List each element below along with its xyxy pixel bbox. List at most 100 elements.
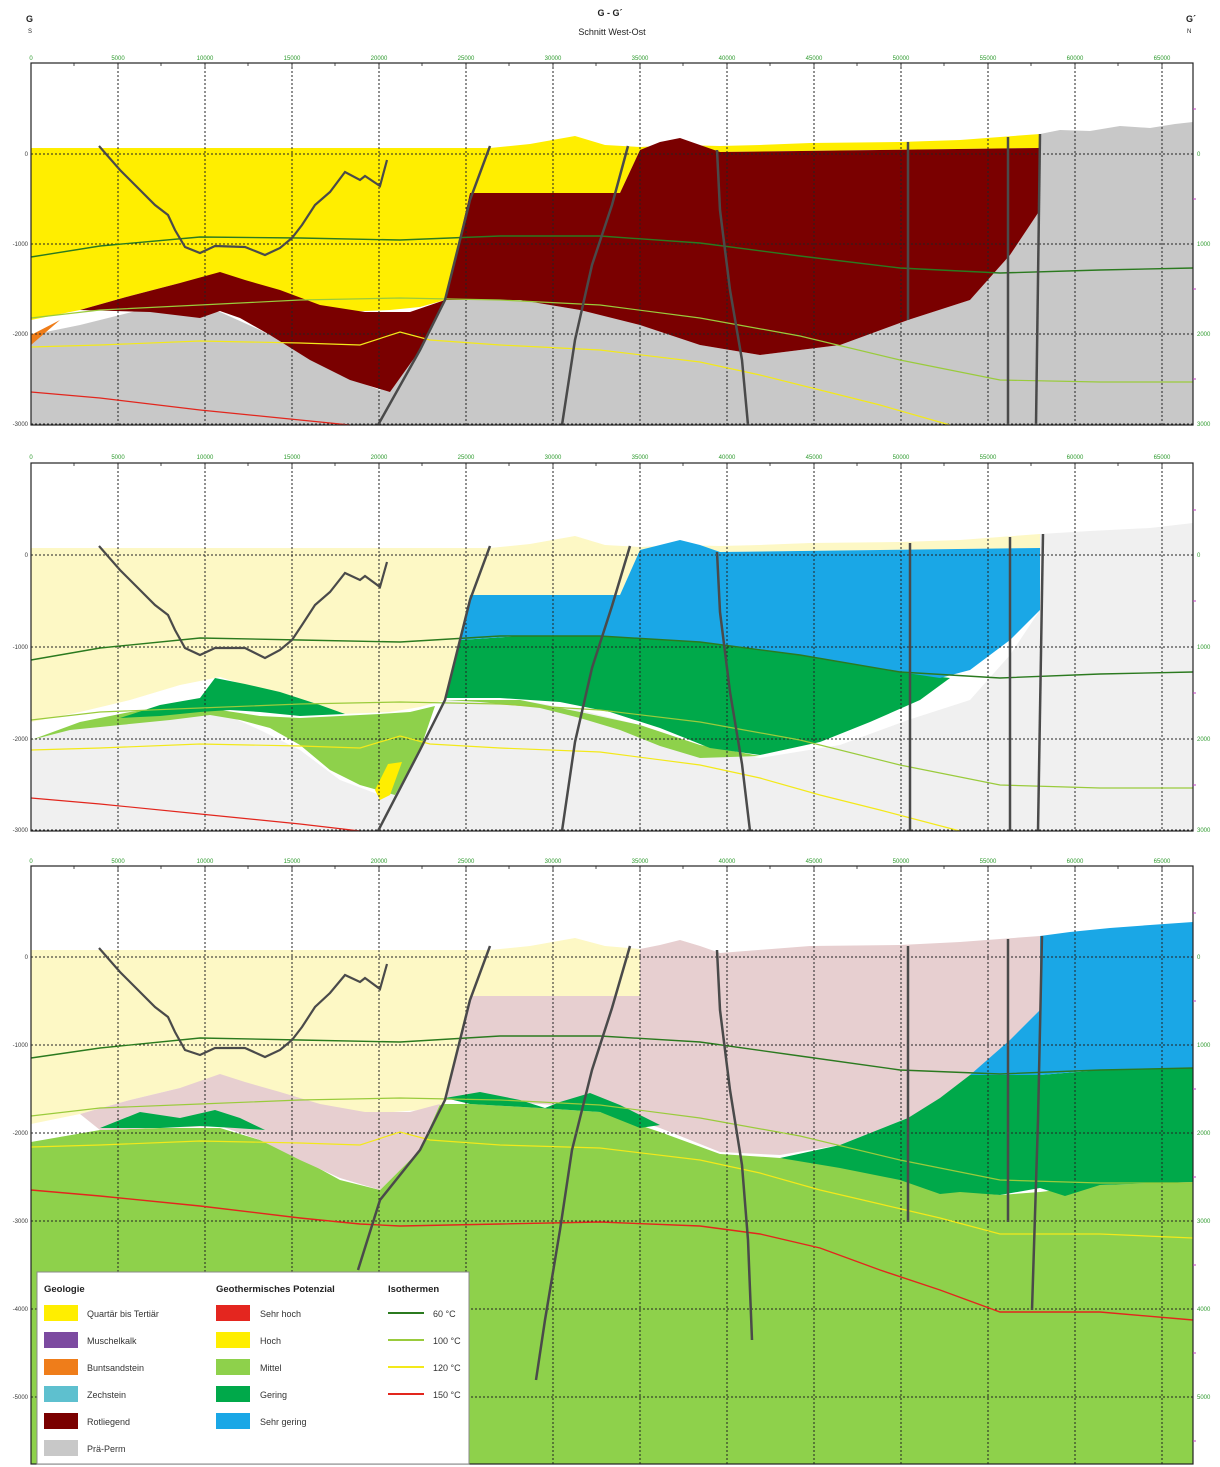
y-tick-label: 4000	[1197, 1307, 1211, 1313]
y-tick-label: 1000	[1197, 645, 1211, 651]
unit-buntsandstein	[31, 320, 60, 345]
section-subtitle: Schnitt West-Ost	[578, 27, 646, 37]
y-tick-label: 1000	[1197, 1043, 1211, 1049]
x-tick-label: 50000	[893, 859, 910, 865]
isotherm-150	[30, 797, 361, 832]
unit-rotliegend	[445, 148, 1040, 355]
fault-line	[560, 145, 630, 426]
legend-item-iso150: 150 °C	[388, 1390, 461, 1400]
panel-frame	[30, 865, 1194, 1465]
panel-geology: 0 5000 10000 15000 20000 25000 30000 350…	[13, 56, 1211, 428]
y-tick-label: -3000	[13, 828, 29, 834]
section-start-letter: G	[26, 14, 33, 24]
x-tick-label: 25000	[458, 455, 475, 461]
x-tick-label: 25000	[458, 859, 475, 865]
top-tick-marks	[30, 63, 1163, 67]
x-axis-labels: 0 5000 10000 15000 20000 25000 30000 350…	[29, 859, 1171, 865]
potential-gering	[780, 1068, 1193, 1196]
legend-item-iso100: 100 °C	[388, 1336, 461, 1346]
x-tick-label: 60000	[1067, 56, 1084, 62]
legend-title-potenzial: Geothermisches Potenzial	[216, 1284, 335, 1295]
potential-sehr-gering	[970, 922, 1193, 1075]
legend-item-sehr-gering: Sehr gering	[216, 1413, 307, 1429]
y-tick-label: 0	[1197, 955, 1201, 961]
x-tick-label: 55000	[980, 455, 997, 461]
x-tick-label: 10000	[197, 455, 214, 461]
x-tick-label: 5000	[111, 56, 125, 62]
fault-line	[376, 545, 492, 832]
y-tick-label: 0	[25, 152, 29, 158]
y-axis-labels: 0 -1000 -2000 -3000 -4000 -5000	[13, 955, 29, 1401]
legend-title-isothermen: Isothermen	[388, 1284, 439, 1295]
fault-line	[1036, 533, 1045, 832]
x-tick-label: 65000	[1154, 56, 1171, 62]
x-tick-label: 45000	[806, 859, 823, 865]
x-tick-label: 50000	[893, 56, 910, 62]
x-tick-label: 35000	[632, 859, 649, 865]
well-path	[98, 947, 389, 1059]
isotherm-60	[30, 635, 1194, 679]
x-tick-label: 10000	[197, 859, 214, 865]
figure-header: G S G - G´ Schnitt West-Ost G´ N	[26, 8, 1196, 37]
legend-label: Mittel	[260, 1363, 282, 1373]
fault-line	[560, 545, 632, 832]
fault-line	[534, 945, 632, 1381]
fault-line	[715, 149, 750, 426]
legend-item-iso120: 120 °C	[388, 1363, 461, 1373]
top-tick-marks	[30, 463, 1163, 467]
x-tick-label: 30000	[545, 455, 562, 461]
isotherms	[30, 635, 1194, 832]
x-axis-labels: 0 5000 10000 15000 20000 25000 30000 350…	[29, 455, 1171, 461]
x-tick-label: 40000	[719, 859, 736, 865]
potential-gering	[445, 1092, 660, 1128]
y-tick-label: 0	[25, 955, 29, 961]
legend-title-geologie: Geologie	[44, 1284, 85, 1295]
panel-frame	[30, 62, 1194, 426]
isotherm-150	[30, 391, 351, 426]
y-tick-label: 0	[1197, 152, 1201, 158]
isotherm-60	[30, 1035, 1194, 1075]
legend-label: 150 °C	[433, 1390, 461, 1400]
y-tick-label: 0	[1197, 553, 1201, 559]
y-tick-label: -2000	[13, 332, 29, 338]
panel-frame	[30, 462, 1194, 832]
faults	[376, 133, 1042, 426]
isotherm-100	[30, 297, 1193, 383]
y-tick-label: -2000	[13, 1131, 29, 1137]
right-tick-marks	[1193, 108, 1196, 380]
legend-item-mittel: Mittel	[216, 1359, 282, 1375]
y-tick-label: -1000	[13, 1043, 29, 1049]
potential-sehr-gering	[460, 540, 1040, 678]
potential-mittel	[445, 700, 760, 758]
x-axis-labels: 0 5000 10000 15000 20000 25000 30000 350…	[29, 56, 1171, 62]
isotherm-100	[30, 701, 1193, 789]
y-tick-label: -5000	[13, 1395, 29, 1401]
x-tick-label: 20000	[371, 455, 388, 461]
isotherm-150	[30, 1189, 1194, 1321]
x-tick-label: 5000	[111, 859, 125, 865]
legend-label: Zechstein	[87, 1390, 126, 1400]
x-tick-label: 15000	[284, 56, 301, 62]
section-end-direction: N	[1187, 29, 1191, 35]
unit-quartaer-tertiaer	[31, 134, 1040, 320]
legend-label: Quartär bis Tertiär	[87, 1309, 159, 1319]
unit-rotliegend	[80, 272, 445, 392]
x-tick-label: 40000	[719, 56, 736, 62]
unit-praeperm	[31, 122, 1193, 425]
isotherm-100	[30, 1097, 1193, 1184]
legend-label: Sehr gering	[260, 1417, 307, 1427]
fault-line	[376, 145, 492, 426]
y-tick-label: -2000	[13, 737, 29, 743]
unit-quartaer-faded	[31, 938, 640, 1124]
legend-item-hoch: Hoch	[216, 1332, 281, 1348]
y-axis-labels: 0 -1000 -2000 -3000	[13, 553, 29, 834]
legend-label: 100 °C	[433, 1336, 461, 1346]
fault-line	[356, 945, 492, 1271]
y-tick-label: 3000	[1197, 422, 1211, 428]
faults	[376, 533, 1045, 832]
y-axis-labels-right: 0 1000 2000 3000	[1197, 553, 1211, 834]
x-tick-label: 60000	[1067, 859, 1084, 865]
x-tick-label: 15000	[284, 859, 301, 865]
panel-potential-upper: 0 5000 10000 15000 20000 25000 30000 350…	[13, 455, 1211, 834]
x-tick-label: 20000	[371, 859, 388, 865]
